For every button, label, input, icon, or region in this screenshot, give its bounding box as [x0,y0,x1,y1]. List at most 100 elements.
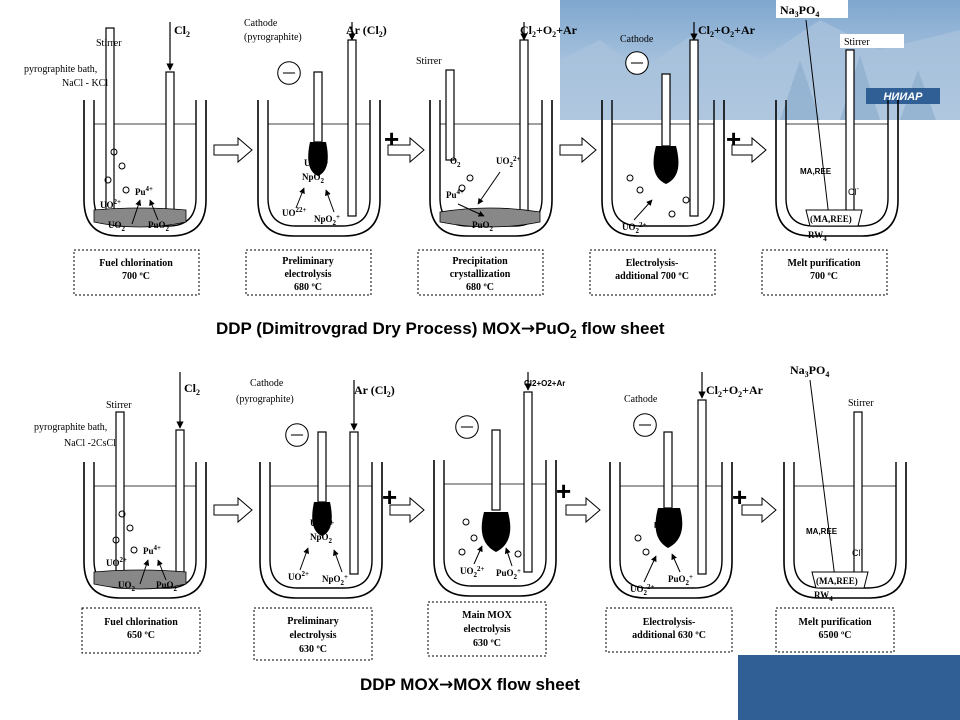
svg-text:680 ºC: 680 ºC [294,282,322,293]
svg-text:electrolysis: electrolysis [463,624,510,635]
svg-text:UO2 +: UO2 + [304,158,328,171]
svg-text:NaCl -2CsCl: NaCl -2CsCl [64,438,116,449]
svg-text:650 ºC: 650 ºC [127,630,155,641]
svg-text:additional 700 ºC: additional 700 ºC [615,271,689,282]
flow-arrow [213,136,253,164]
svg-text:electrolysis: electrolysis [289,630,336,641]
svg-text:NpO2+: NpO2+ [314,213,340,227]
bottom-stage-preliminary-electrolysis: Cathode (pyrographite) Ar (Cl2) UO2 + Np… [236,378,395,661]
svg-text:(MA,REE): (MA,REE) [810,214,852,224]
svg-text:NaCl - KCl: NaCl - KCl [62,78,108,89]
svg-text:Electrolysis-: Electrolysis- [643,617,696,628]
svg-text:NpO2: NpO2 [310,532,333,545]
svg-text:PuO2+: PuO2+ [668,573,693,587]
svg-text:PuO2+: PuO2+ [496,567,521,581]
bottom-stage-main-mox-electrolysis: Cl2+O2+Ar MOX UO22+ PuO2+ Main MOX elect… [427,372,565,657]
svg-text:Cl-: Cl- [852,547,864,558]
svg-text:Cathode: Cathode [620,34,654,45]
top-flow-sheet: Cl2 Stirrer pyrographite bath, NaCl - KC… [24,0,904,341]
top-title: DDP (Dimitrovgrad Dry Process) MOX→PuO2 … [216,319,665,341]
top-stage-preliminary-electrolysis: Cathode (pyrographite) Ar (Cl2) UO2 + Np… [244,18,387,296]
svg-text:Cl2: Cl2 [174,23,190,39]
svg-text:UO2: UO2 [108,220,126,233]
svg-text:additional 630 ºC: additional 630 ºC [632,630,706,641]
top-stage-precipitation: Stirrer Cl2+O2+Ar O2 UO22+ Pu4+ PuO2 Pre… [416,22,578,296]
svg-text:UO2+: UO2+ [288,570,309,582]
svg-text:(MA,REE): (MA,REE) [816,576,858,586]
svg-text:Cathode: Cathode [624,394,658,405]
svg-text:NpO2+: NpO2+ [322,573,348,587]
svg-text:PuO2: PuO2 [472,220,494,233]
svg-text:MA,REE: MA,REE [806,527,838,536]
svg-text:PuO2: PuO2 [156,580,178,593]
svg-text:NpO2: NpO2 [302,172,325,185]
svg-text:630 ºC: 630 ºC [473,638,501,649]
svg-text:Cl2+O2+Ar: Cl2+O2+Ar [524,379,565,388]
svg-text:Stirrer: Stirrer [96,38,122,49]
svg-text:700 ºC: 700 ºC [122,271,150,282]
svg-text:Preliminary: Preliminary [282,256,333,267]
top-stage-additional-electrolysis: Cathode Cl2+O2+Ar UO2 UO22+ Electrolysis… [589,22,756,296]
svg-text:Cathode: Cathode [250,378,284,389]
svg-text:Fuel chlorination: Fuel chlorination [99,258,173,269]
svg-text:MA,REE: MA,REE [800,167,832,176]
svg-text:UO22+: UO22+ [630,583,655,597]
svg-text:Cl2: Cl2 [184,381,200,397]
svg-text:RW4: RW4 [814,590,833,603]
top-stage-melt-purification: Na3PO4 Stirrer MA,REE Cl- (MA,REE) RW4 M… [761,0,904,296]
svg-text:Melt purification: Melt purification [798,617,871,628]
top-stage-chlorination: Cl2 Stirrer pyrographite bath, NaCl - KC… [24,22,207,296]
bottom-stage-additional-electrolysis: Cathode Cl2+O2+Ar MOX UO22+ PuO2+ Electr… [605,372,764,653]
svg-text:Preliminary: Preliminary [287,616,338,627]
gas-tube [165,71,175,213]
svg-text:UO22+: UO22+ [282,206,307,218]
svg-text:O2: O2 [450,156,461,169]
svg-text:Stirrer: Stirrer [416,56,442,67]
svg-text:Stirrer: Stirrer [844,37,870,48]
svg-text:UO22+: UO22+ [496,155,521,169]
svg-text:Electrolysis-: Electrolysis- [626,258,679,269]
brand-panel [738,655,960,720]
svg-text:Fuel chlorination: Fuel chlorination [104,617,178,628]
svg-text:pyrographite bath,: pyrographite bath, [24,64,97,75]
svg-text:MOX: MOX [484,515,503,524]
svg-text:6500 ºC: 6500 ºC [818,630,851,641]
logo-text: НИИАР [883,91,923,103]
svg-text:electrolysis: electrolysis [284,269,331,280]
svg-text:Stirrer: Stirrer [848,398,874,409]
svg-text:(pyrographite): (pyrographite) [244,32,302,43]
svg-text:RW4: RW4 [808,230,827,243]
svg-text:Na3PO4: Na3PO4 [780,3,819,19]
svg-text:UO2: UO2 [656,168,674,181]
svg-text:Precipitation: Precipitation [452,256,508,267]
svg-text:Cl2+O2+Ar: Cl2+O2+Ar [520,23,578,39]
svg-text:Pu4+: Pu4+ [135,185,153,197]
svg-text:PuO2: PuO2 [148,220,170,233]
svg-text:UO2 +: UO2 + [310,518,334,531]
svg-text:680 ºC: 680 ºC [466,282,494,293]
svg-text:Ar (Cl2): Ar (Cl2) [346,23,387,39]
svg-text:MOX: MOX [654,521,673,530]
svg-text:(pyrographite): (pyrographite) [236,394,294,405]
svg-text:Main MOX: Main MOX [462,610,512,621]
svg-text:Pu4+: Pu4+ [143,544,161,556]
svg-text:Na3PO4: Na3PO4 [790,363,829,379]
svg-text:Cathode: Cathode [244,18,278,29]
brand-logo: НИИАР [866,88,940,104]
bottom-stage-chlorination: Cl2 Stirrer pyrographite bath, NaCl -2Cs… [34,372,207,654]
svg-text:Ar (Cl2): Ar (Cl2) [354,383,395,399]
svg-text:Cl-: Cl- [848,186,860,197]
svg-text:630 ºC: 630 ºC [299,644,327,655]
svg-text:Pu4+: Pu4+ [446,188,464,200]
svg-text:700 ºC: 700 ºC [810,271,838,282]
svg-text:crystallization: crystallization [450,269,511,280]
bottom-stage-melt-purification: Na3PO4 Stirrer MA,REE Cl- (MA,REE) RW4 M… [775,363,907,653]
svg-text:+: + [556,476,571,506]
bottom-flow-sheet: Cl2 Stirrer pyrographite bath, NaCl -2Cs… [34,363,907,695]
svg-text:UO22+: UO22+ [460,565,485,579]
bottom-title: DDP MOX→MOX flow sheet [360,675,580,695]
svg-text:pyrographite bath,: pyrographite bath, [34,422,107,433]
svg-text:UO22+: UO22+ [622,221,647,235]
svg-text:Cl2+O2+Ar: Cl2+O2+Ar [698,23,756,39]
